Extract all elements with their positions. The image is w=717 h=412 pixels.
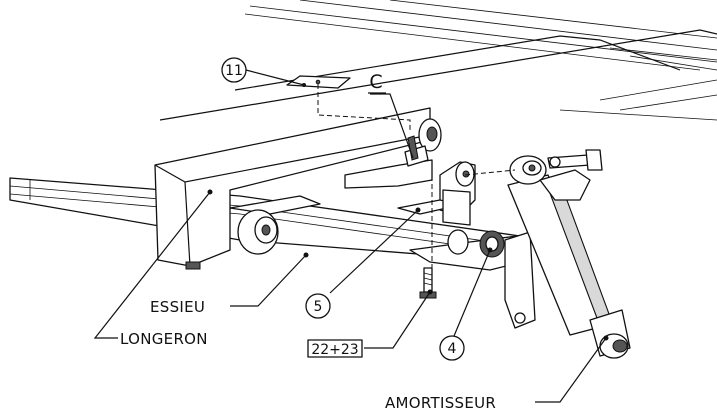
section-c: C [368, 71, 386, 94]
label-longeron: LONGERON [120, 330, 208, 348]
longeron-beam [154, 107, 431, 270]
callout-5-label: 5 [314, 299, 323, 315]
ref-box-label: 22+23 [311, 342, 358, 358]
label-essieu: ESSIEU [150, 298, 205, 316]
left-bushing [237, 209, 279, 255]
upper-frame [159, 0, 717, 121]
shock-absorber [507, 155, 631, 359]
lower-axle-mount [409, 229, 536, 329]
callout-11-label: 11 [225, 63, 243, 79]
callout-11: 11 [221, 57, 247, 83]
callout-5: 5 [305, 293, 331, 319]
ref-box-22-23: 22+23 [307, 339, 363, 358]
callout-4: 4 [439, 335, 465, 361]
callout-4-label: 4 [448, 341, 457, 357]
upper-shock-bolt [547, 149, 603, 171]
section-c-label: C [369, 71, 382, 93]
assembly-lines [431, 160, 516, 268]
label-amortisseur: AMORTISSEUR [385, 394, 496, 412]
leader-lines [93, 69, 609, 403]
upper-bracket [344, 118, 442, 189]
